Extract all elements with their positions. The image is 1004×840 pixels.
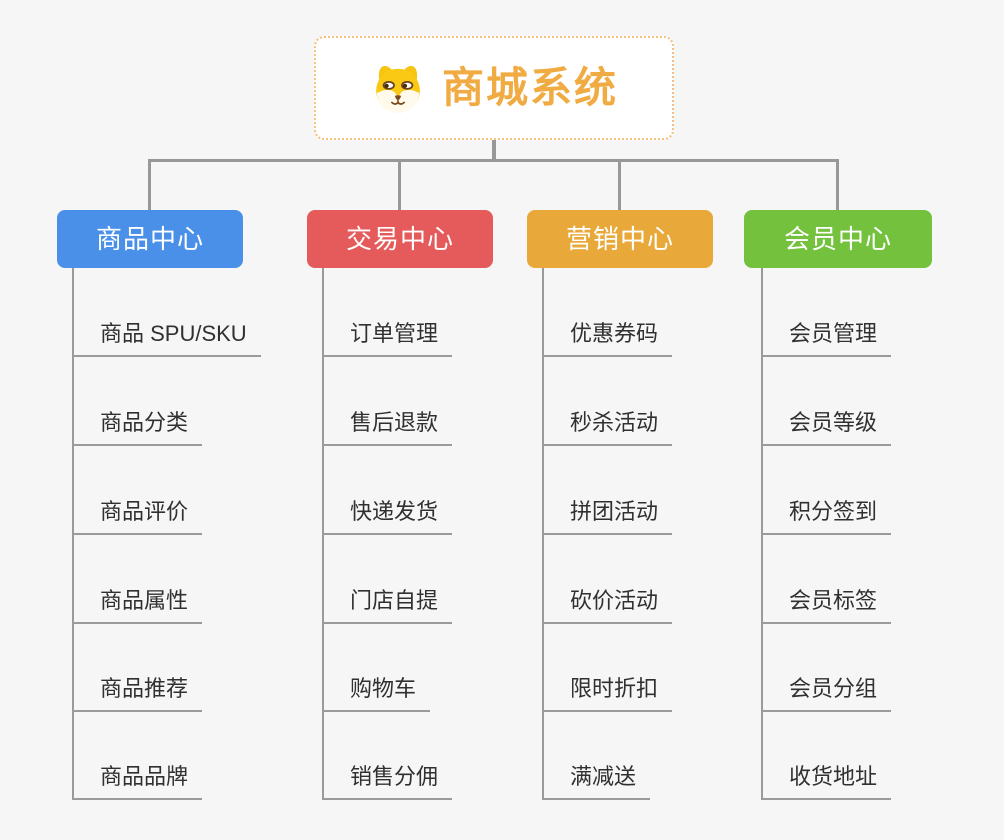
- leaf-node[interactable]: 秒杀活动: [542, 408, 673, 446]
- leaf-node[interactable]: 购物车: [322, 674, 431, 712]
- branch-node-trade[interactable]: 交易中心: [307, 210, 493, 268]
- branch-node-goods[interactable]: 商品中心: [57, 210, 243, 268]
- leaf-node[interactable]: 限时折扣: [542, 674, 673, 712]
- leaf-node[interactable]: 商品 SPU/SKU: [72, 319, 261, 357]
- leaf-node[interactable]: 会员管理: [761, 319, 892, 357]
- leaf-node[interactable]: 积分签到: [761, 497, 892, 535]
- connector-drop-trade: [398, 159, 401, 210]
- leaf-node[interactable]: 售后退款: [322, 408, 453, 446]
- root-title: 商城系统: [441, 64, 618, 111]
- branch-node-marketing[interactable]: 营销中心: [527, 210, 713, 268]
- leaf-node[interactable]: 会员分组: [761, 674, 892, 712]
- leaf-node[interactable]: 拼团活动: [542, 497, 673, 535]
- shiba-dog-icon: [376, 65, 420, 113]
- root-node[interactable]: 商城系统: [314, 36, 674, 140]
- leaf-node[interactable]: 会员等级: [761, 408, 892, 446]
- leaf-node[interactable]: 收货地址: [761, 762, 892, 800]
- leaf-node[interactable]: 优惠券码: [542, 319, 673, 357]
- leaf-node[interactable]: 商品分类: [72, 408, 203, 446]
- connector-root-stem: [492, 140, 496, 161]
- leaf-node[interactable]: 门店自提: [322, 586, 453, 624]
- leaf-node[interactable]: 商品推荐: [72, 674, 203, 712]
- connector-bus: [148, 159, 839, 162]
- leaf-node[interactable]: 销售分佣: [322, 762, 453, 800]
- leaf-node[interactable]: 商品评价: [72, 497, 203, 535]
- connector-drop-marketing: [618, 159, 621, 210]
- leaf-node[interactable]: 快递发货: [322, 497, 453, 535]
- leaf-node[interactable]: 商品属性: [72, 586, 203, 624]
- connector-drop-member: [836, 159, 839, 210]
- leaf-node[interactable]: 满减送: [542, 762, 651, 800]
- connector-drop-goods: [148, 159, 151, 210]
- leaf-node[interactable]: 订单管理: [322, 319, 453, 357]
- leaf-node[interactable]: 商品品牌: [72, 762, 203, 800]
- leaf-node[interactable]: 会员标签: [761, 586, 892, 624]
- leaf-node[interactable]: 砍价活动: [542, 586, 673, 624]
- branch-node-member[interactable]: 会员中心: [744, 210, 932, 268]
